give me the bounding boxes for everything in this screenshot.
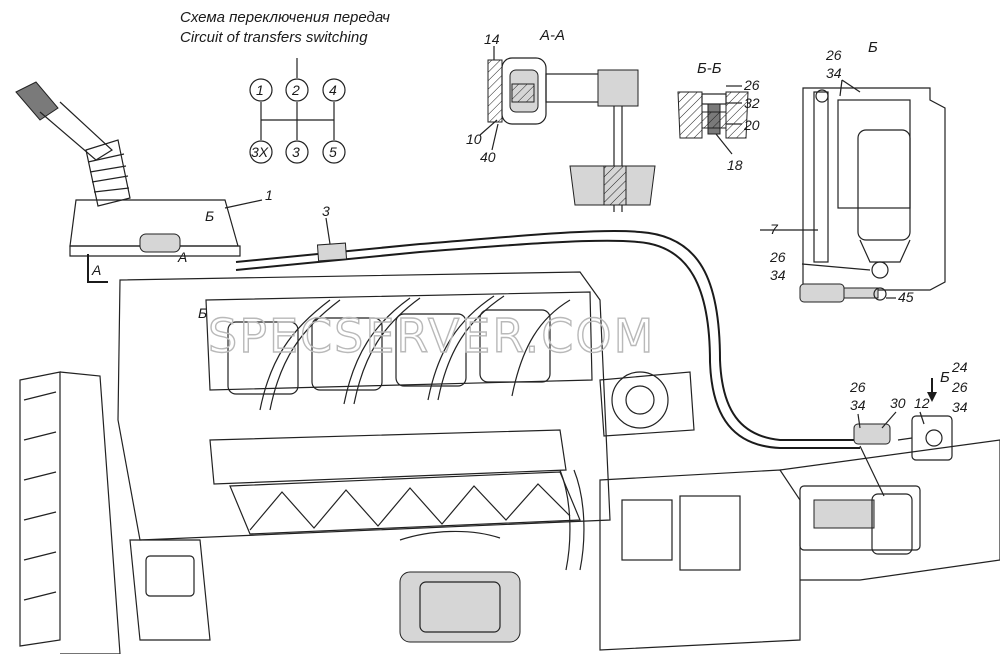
view-label-a2: А: [177, 249, 187, 265]
gear-label-1: 1: [256, 82, 264, 98]
callout-45: 45: [898, 289, 914, 305]
view-b: Б 26 34 7 26 34 45: [760, 39, 946, 305]
section-b-b: Б-Б 26 32 20 18: [677, 60, 760, 173]
callout-14: 14: [484, 31, 500, 47]
section-a-a: А-А 14 10 40: [466, 27, 656, 212]
scheme-title-ru: Схема переключения передач: [180, 9, 390, 26]
callout-bb-18: 18: [727, 157, 743, 173]
callout-10: 10: [466, 131, 482, 147]
view-b-arrow-label: Б: [940, 369, 950, 386]
callout-12: 12: [914, 395, 930, 411]
section-bb-title: Б-Б: [697, 60, 722, 77]
callout-bb-26: 26: [743, 77, 760, 93]
gear-label-2: 2: [291, 82, 300, 98]
callout-24: 24: [951, 359, 968, 375]
callout-low-34b: 34: [952, 399, 968, 415]
callout-b-34b: 34: [770, 267, 786, 283]
view-label-b2: Б: [198, 305, 207, 321]
callout-b-34a: 34: [826, 65, 842, 81]
gear-label-3: 3: [292, 144, 300, 160]
gear-label-5: 5: [329, 144, 337, 160]
view-label-a1: А: [91, 262, 101, 278]
callout-40: 40: [480, 149, 496, 165]
gear-label-4: 4: [329, 82, 337, 98]
callout-low-26b: 26: [951, 379, 968, 395]
callout-bb-32: 32: [744, 95, 760, 111]
callout-1: 1: [265, 187, 273, 203]
view-label-b1: Б: [205, 208, 214, 224]
scheme-title-en: Circuit of transfers switching: [180, 29, 368, 46]
callout-low-34a: 34: [850, 397, 866, 413]
callout-bb-20: 20: [743, 117, 760, 133]
view-b-title: Б: [868, 39, 878, 56]
callout-30: 30: [890, 395, 906, 411]
callout-low-26a: 26: [849, 379, 866, 395]
section-aa-title: А-А: [539, 27, 565, 44]
callout-b-26a: 26: [825, 47, 842, 63]
gear-shift-scheme: Схема переключения передач Circuit of tr…: [180, 9, 390, 164]
callout-3: 3: [322, 203, 330, 219]
callout-b-26b: 26: [769, 249, 786, 265]
callout-7: 7: [770, 221, 779, 237]
watermark: SPECSERVER.COM: [208, 309, 655, 363]
engine-main-view: Б 1 А А Б 3: [15, 81, 1000, 654]
gear-label-3x: 3X: [251, 144, 269, 160]
